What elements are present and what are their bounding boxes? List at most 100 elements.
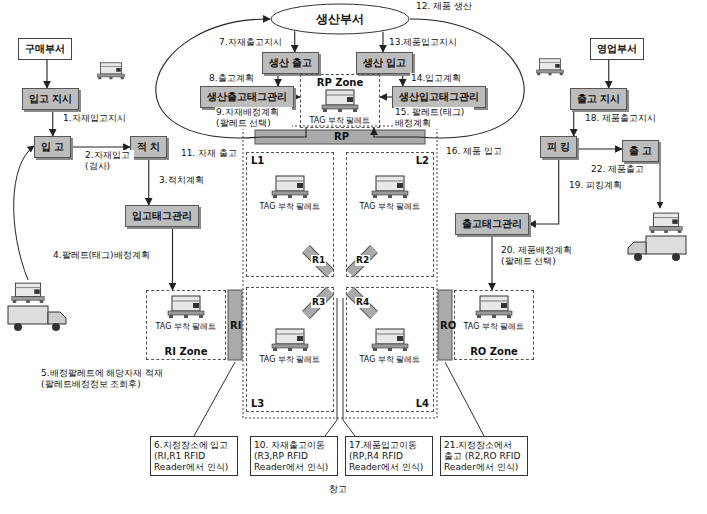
pallet-part: [376, 181, 404, 182]
pallet-part: [276, 334, 304, 335]
layout-shape: [343, 298, 355, 436]
box-label: 피 킹: [547, 141, 570, 152]
process-box: 출고태그관리: [455, 213, 529, 235]
callout-box: 17.제품입고이동 (RP,R4 RFID Reader에서 인식): [345, 436, 433, 476]
layout-shape: [445, 362, 484, 436]
flow-arrow: [402, 74, 403, 86]
pallet-icon: [270, 328, 310, 352]
storage-zone: RI ZoneTAG 부착 팔레트: [146, 290, 226, 360]
pallet-part: [338, 109, 342, 112]
department-box: 영업부서: [590, 38, 644, 60]
ri-reader-bar: [228, 290, 242, 360]
pallet-part: [303, 348, 307, 351]
pallet-icon: [270, 175, 310, 199]
leader-lines: [194, 298, 484, 436]
flow-arrow: [148, 158, 149, 205]
step-label: 3.적치계획: [158, 175, 205, 186]
pallet-part: [480, 301, 508, 302]
pallet-part: [273, 195, 277, 198]
box-label: 출고 지시: [577, 93, 620, 104]
pallet-part: [492, 315, 496, 318]
pallet-part: [273, 348, 277, 351]
pallet-part: [172, 296, 200, 311]
step-label: 4.팔레트(태그)배정계획: [52, 250, 151, 261]
right-truck: [628, 213, 686, 261]
zone-name: L2: [416, 155, 429, 166]
process-box: 입고 지시: [22, 88, 79, 110]
flow-arrow: [46, 60, 47, 88]
pallet-part: [373, 195, 377, 198]
warehouse-outline: [243, 126, 437, 418]
step-label: 2.자재입고 (검사): [84, 150, 134, 172]
flow-arrow: [277, 74, 278, 86]
reader-bars: [306, 249, 374, 315]
process-box: 생산 입고: [356, 52, 413, 74]
pallet-part: [276, 176, 304, 191]
process-box: 적 치: [130, 136, 167, 158]
pallet-part: [388, 195, 392, 198]
box-label: 생산 입고: [363, 57, 406, 68]
pallet-part: [288, 195, 292, 198]
box-label: 생산입고태그관리: [399, 91, 479, 102]
pallet-part: [397, 183, 403, 188]
box-label: 입고태그관리: [132, 210, 192, 221]
department-name: 생산부서: [270, 3, 410, 35]
pallet-part: [193, 303, 199, 308]
pallet-part: [347, 97, 353, 102]
pallet-part: [372, 191, 408, 195]
pallet-part: [372, 344, 408, 348]
step-label: 5.배정팔레트에 해당자재 적재 (팔레트배정정보 조회후): [40, 368, 177, 390]
layout-shape: [8, 306, 48, 324]
pallet-icon: [537, 59, 564, 76]
layout-shape: [14, 323, 22, 331]
reader-label: R2: [355, 255, 370, 266]
pallet-icon: [166, 295, 206, 319]
pallet-tag-label: TAG 부착 팔레트: [455, 321, 533, 332]
box-label: 생산출고태그관리: [207, 91, 287, 102]
layout-shape: [48, 312, 66, 324]
layout-shape: [350, 249, 374, 273]
pallet-tag-label: TAG 부착 팔레트: [301, 115, 379, 126]
pallet-tag-label: TAG 부착 팔레트: [147, 321, 225, 332]
process-box: 생산입고태그관리: [392, 86, 486, 108]
pallet-part: [373, 348, 377, 351]
layout-shape: [12, 283, 44, 303]
process-box: 출고 지시: [570, 88, 627, 110]
arrival-arrow: [14, 146, 34, 280]
callout-text: 10. 자재출고이동 (R3,RP RFID Reader에서 인식): [254, 440, 328, 472]
pallet-part: [403, 348, 407, 351]
callout-text: 17.제품입고이동 (RP,R4 RFID Reader에서 인식): [349, 440, 423, 472]
pallet-part: [323, 109, 327, 112]
storage-zone: RP ZoneTAG 부착 팔레트: [300, 74, 380, 128]
flow-arrow: [71, 146, 130, 147]
flow-arrow: [529, 158, 559, 224]
reader-label: R1: [311, 255, 326, 266]
process-box: 출 고: [622, 140, 659, 162]
flow-arrow: [577, 148, 622, 149]
reader-label: RI: [229, 320, 242, 332]
layout-shape: [194, 362, 235, 436]
pallet-tag-label: TAG 부착 팔레트: [347, 201, 433, 212]
pallet-part: [288, 348, 292, 351]
pallet-part: [326, 90, 354, 105]
pallet-part: [297, 183, 303, 188]
pallet-part: [303, 195, 307, 198]
process-box: 피 킹: [540, 136, 577, 158]
layout-shape: [646, 236, 686, 254]
box-label: 적 치: [137, 141, 160, 152]
layout-shape: [350, 291, 374, 315]
reader-label: R3: [311, 297, 326, 308]
step-label: 15. 팔레트(태그) 배정계획: [394, 107, 474, 129]
box-label: 영업부서: [597, 43, 637, 54]
pallet-part: [480, 296, 508, 311]
pallet-part: [276, 181, 304, 182]
step-label: 22. 제품출고: [590, 164, 645, 175]
box-label: 입 고: [41, 141, 64, 152]
layout-shape: [350, 249, 374, 273]
flow-arrow: [382, 32, 383, 52]
step-label: 19. 피킹계획: [568, 180, 623, 191]
callout-box: 10. 자재출고이동 (R3,RP RFID Reader에서 인식): [250, 436, 338, 476]
pallet-tag-label: TAG 부착 팔레트: [347, 354, 433, 365]
layout-shape: [350, 291, 374, 315]
